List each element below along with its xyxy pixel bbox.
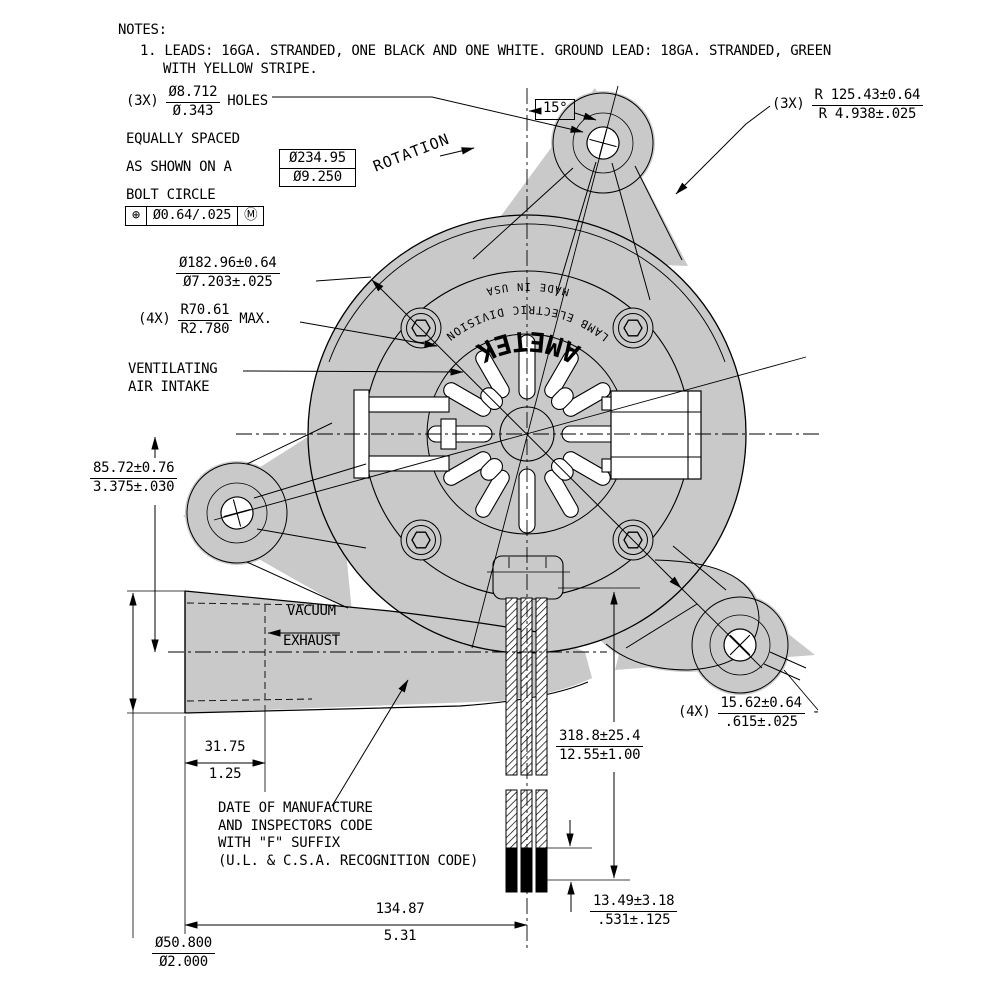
notes-title: NOTES: xyxy=(118,22,167,38)
housing-dia-callout: Ø182.96±0.64 Ø7.203±.025 xyxy=(176,255,280,290)
radius-4x-fraction: R70.61 R2.780 xyxy=(177,302,233,337)
dimension-lines xyxy=(127,96,819,938)
vent-label-2: AIR INTAKE xyxy=(128,379,210,395)
radius-4x-max: MAX. xyxy=(239,311,272,328)
strip-length-dim: 13.49±3.18 .531±.125 xyxy=(590,893,678,928)
angle-15-box: 15° xyxy=(535,99,576,120)
exhaust-bore-dim: Ø50.800 Ø2.000 xyxy=(152,935,215,970)
bolt-circle-mm: Ø234.95 xyxy=(280,150,355,169)
mmc-modifier-icon: Ⓜ xyxy=(244,207,258,223)
tab-thickness-qty: (4X) xyxy=(678,704,711,721)
date-note-4: (U.L. & C.S.A. RECOGNITION CODE) xyxy=(218,852,479,869)
flange-depth-mm: 31.75 xyxy=(204,739,246,755)
tab-thickness-fraction: 15.62±0.64 .615±.025 xyxy=(717,695,805,730)
flange-depth-in: 1.25 xyxy=(208,766,242,782)
notes-line-1: 1. LEADS: 16GA. STRANDED, ONE BLACK AND … xyxy=(140,43,831,59)
feature-control-frame: ⊕ Ø0.64/.025 Ⓜ xyxy=(125,206,265,226)
vacuum-label-2: EXHAUST xyxy=(283,633,340,649)
radius-3x-fraction: R 125.43±0.64 R 4.938±.025 xyxy=(811,87,924,122)
center-to-exhaust-dim: 85.72±0.76 3.375±.030 xyxy=(90,460,178,495)
holes-suffix: HOLES xyxy=(227,93,268,110)
holes-note-3: AS SHOWN ON A xyxy=(126,159,232,175)
radius-3x-qty: (3X) xyxy=(772,96,805,113)
vacuum-label-1: VACUUM xyxy=(287,603,336,619)
date-note: DATE OF MANUFACTURE AND INSPECTORS CODE … xyxy=(218,800,478,870)
notes-line-2: WITH YELLOW STRIPE. xyxy=(163,61,318,77)
holes-size-fraction: Ø8.712 Ø.343 xyxy=(165,84,221,119)
lead-length-dim: 318.8±25.4 12.55±1.00 xyxy=(556,728,644,763)
bolt-circle-box: Ø234.95 Ø9.250 xyxy=(279,149,356,187)
holes-callout: (3X) Ø8.712 Ø.343 HOLES xyxy=(126,84,268,119)
holes-note-2: EQUALLY SPACED xyxy=(126,131,240,147)
date-note-2: AND INSPECTORS CODE xyxy=(218,817,373,834)
date-note-1: DATE OF MANUFACTURE xyxy=(218,800,373,816)
holes-qty: (3X) xyxy=(126,93,159,110)
mounting-tabs xyxy=(186,92,789,694)
tab-thickness-callout: (4X) 15.62±0.64 .615±.025 - xyxy=(678,695,820,730)
radius-4x-callout: (4X) R70.61 R2.780 MAX. xyxy=(138,302,272,337)
vent-label-1: VENTILATING xyxy=(128,361,218,377)
holes-note-4: BOLT CIRCLE xyxy=(126,187,216,203)
tab-thickness-dash: - xyxy=(811,704,820,721)
bolt-circle-in: Ø9.250 xyxy=(293,168,342,185)
date-note-3: WITH "F" SUFFIX xyxy=(218,835,340,851)
bolt-holes xyxy=(220,126,757,662)
face-to-center-mm: 134.87 xyxy=(375,901,425,917)
fcf-tolerance: Ø0.64/.025 xyxy=(147,207,239,225)
position-tolerance-icon: ⊕ xyxy=(126,207,147,225)
radius-3x-callout: (3X) R 125.43±0.64 R 4.938±.025 xyxy=(772,87,924,122)
terminal-block xyxy=(487,555,570,600)
radius-4x-qty: (4X) xyxy=(138,311,171,328)
face-to-center-in: 5.31 xyxy=(383,928,417,944)
lead-wires xyxy=(505,597,548,893)
